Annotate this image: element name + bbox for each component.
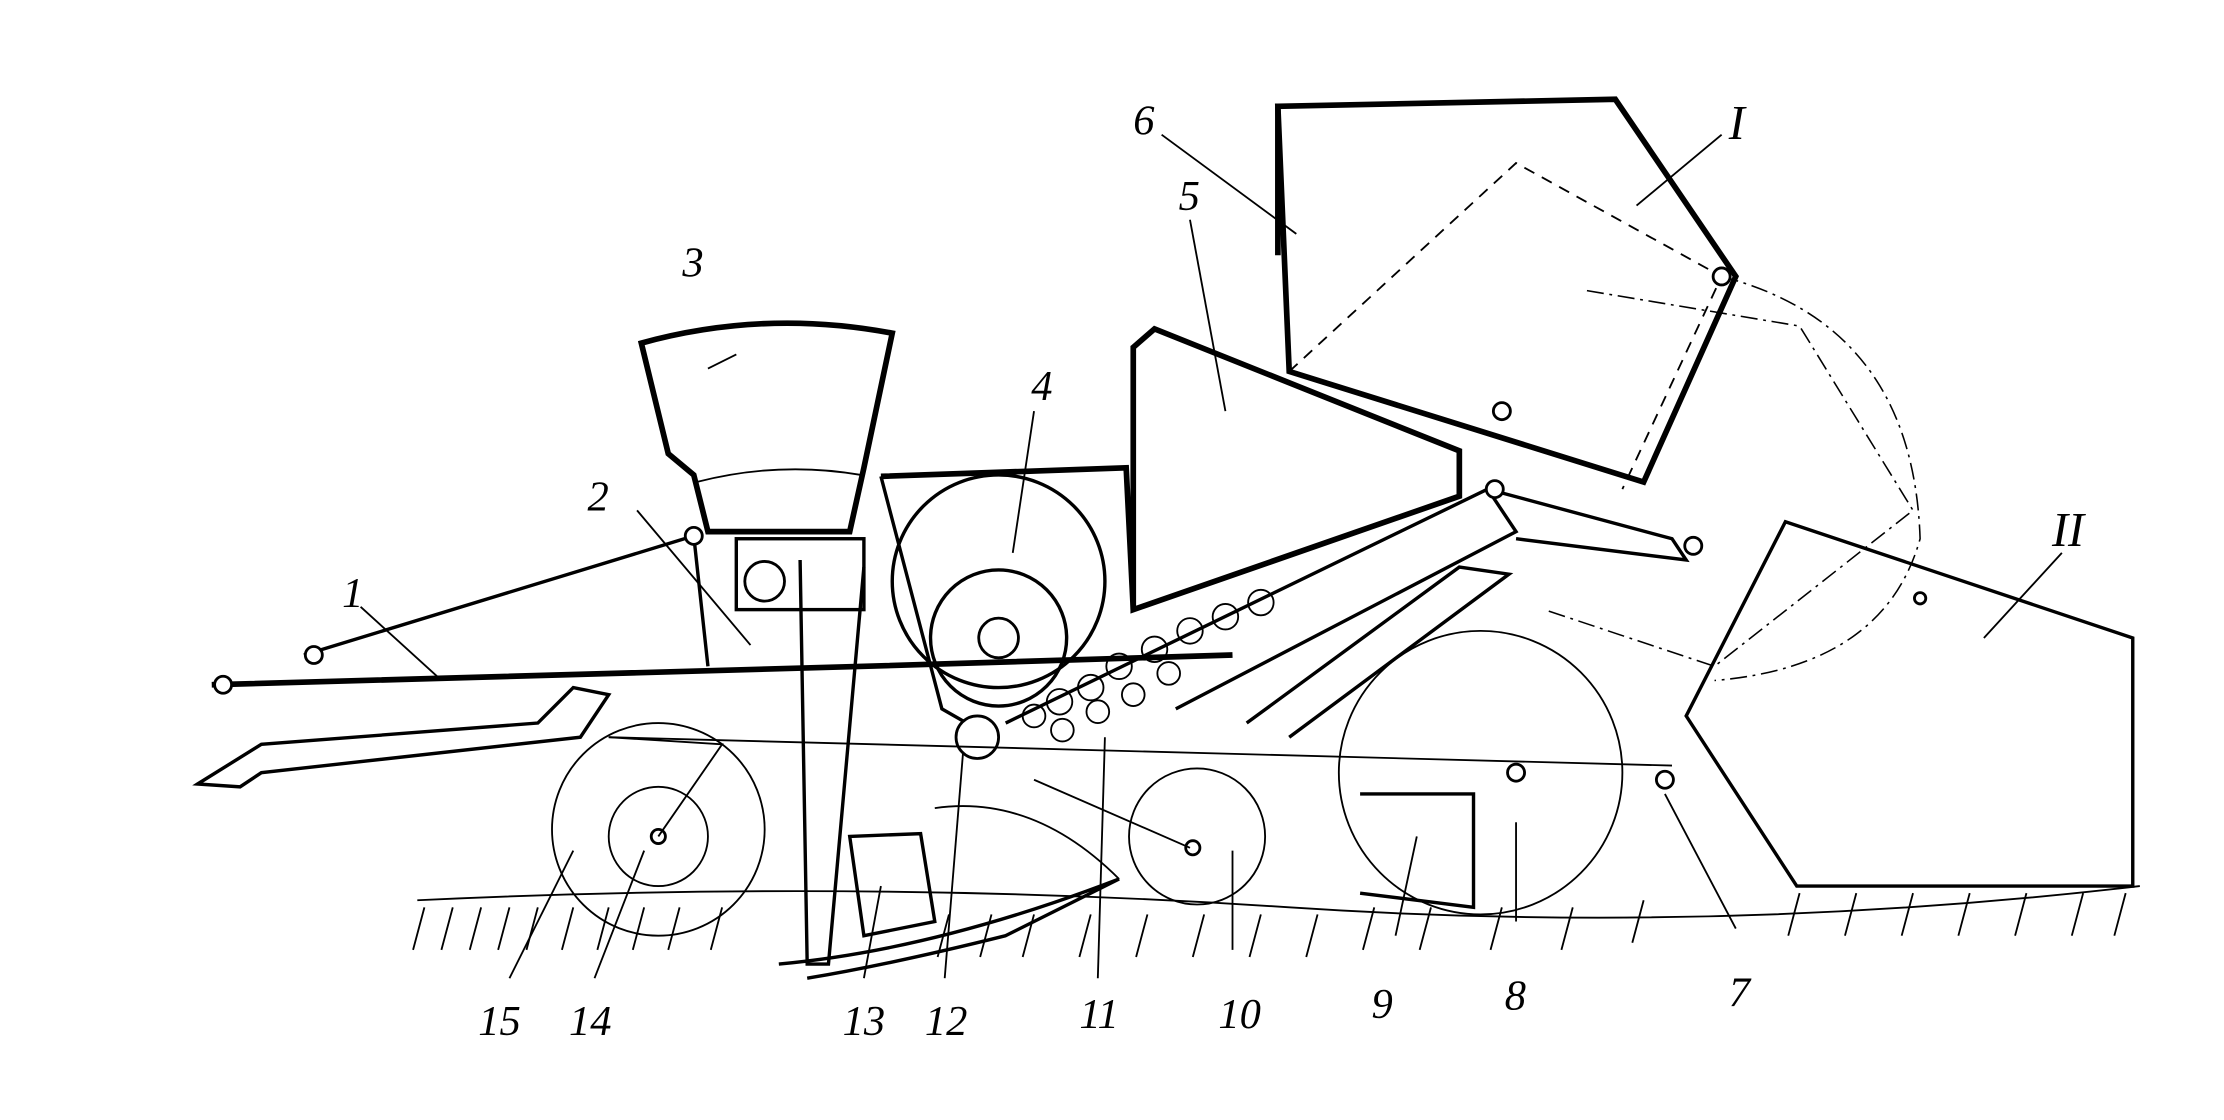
label-14: 14 — [569, 998, 612, 1045]
label-7: 7 — [1729, 970, 1752, 1017]
label-13: 13 — [843, 998, 886, 1045]
potatoes — [1021, 588, 1275, 743]
label-1: 1 — [342, 570, 363, 617]
container-6 — [1274, 96, 1921, 682]
label-3: 3 — [681, 239, 703, 286]
label-I: I — [1728, 97, 1747, 150]
label-9: 9 — [1371, 981, 1392, 1028]
frame-drawbar — [192, 525, 1233, 789]
rear-hopper — [1684, 519, 2135, 888]
lower-frame — [608, 736, 1673, 849]
label-11: 11 — [1079, 991, 1118, 1038]
drum — [879, 464, 1137, 760]
label-15: 15 — [478, 998, 521, 1045]
label-4: 4 — [1031, 363, 1052, 410]
hopper — [637, 320, 896, 612]
ground-hatching — [412, 885, 2140, 958]
label-2: 2 — [587, 473, 608, 520]
label-5: 5 — [1179, 173, 1200, 220]
container-5 — [1130, 325, 1463, 614]
label-12: 12 — [925, 998, 968, 1045]
label-8: 8 — [1505, 972, 1526, 1019]
leader-lines — [359, 133, 2063, 979]
label-10: 10 — [1218, 991, 1261, 1038]
label-6: 6 — [1133, 98, 1155, 145]
label-II: II — [2051, 504, 2086, 557]
